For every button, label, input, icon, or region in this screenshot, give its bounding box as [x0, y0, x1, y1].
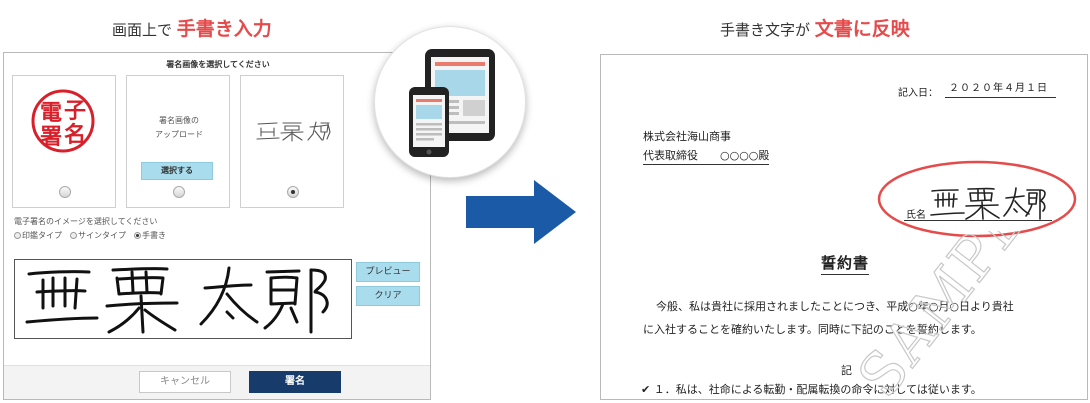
cancel-button[interactable]: キャンセル — [139, 371, 231, 393]
image-type-seal[interactable]: 印鑑タイプ — [14, 230, 62, 241]
name-label: 氏名 — [906, 210, 926, 221]
preview-button[interactable]: プレビュー — [356, 262, 420, 282]
image-type-handwriting-label: 手書き — [142, 231, 166, 240]
dialog-footer — [4, 365, 430, 399]
seal-stamp-image: 子 電 名 署 — [31, 89, 95, 153]
reflected-signature — [930, 187, 1046, 220]
document-title: 誓約書 — [601, 252, 1087, 275]
left-heading-plain: 画面上で — [112, 21, 173, 39]
radio-icon — [14, 232, 21, 239]
seal-char: 名 — [64, 122, 86, 148]
tablet-and-phone-icon — [409, 49, 495, 157]
upload-text-line1: 署名画像の — [159, 116, 199, 125]
handwritten-signature-strokes — [25, 266, 329, 334]
seal-option-radio[interactable] — [59, 186, 71, 198]
date-value: ２０２０年４月１日 — [945, 79, 1056, 98]
upload-option-radio[interactable] — [173, 186, 185, 198]
body-line-2: に入社することを確約いたします。同時に下記のことを誓約します。 — [643, 323, 982, 336]
watermark-text: SAMPLE — [847, 231, 1066, 400]
document-title-text: 誓約書 — [820, 254, 869, 275]
date-label: 記入日： — [898, 88, 938, 99]
right-heading-emphasis: 文書に反映 — [814, 18, 910, 40]
right-heading: 手書き文字が 文書に反映 — [720, 14, 910, 41]
radio-icon — [70, 232, 77, 239]
right-arrow-icon — [466, 180, 576, 244]
upload-text-line2: アップロード — [155, 130, 203, 139]
radio-selected-icon — [134, 232, 141, 239]
image-type-handwriting[interactable]: 手書き — [134, 230, 166, 241]
seal-option-card[interactable]: 子 電 名 署 — [12, 75, 116, 208]
seal-char: 署 — [39, 124, 62, 150]
handwriting-option-radio[interactable] — [287, 186, 299, 198]
ki-label: 記 — [841, 364, 852, 377]
handwriting-option-card[interactable] — [240, 75, 344, 208]
sign-button[interactable]: 署名 — [249, 371, 341, 393]
select-file-button[interactable]: 選択する — [141, 162, 213, 180]
left-heading: 画面上で 手書き入力 — [112, 14, 272, 41]
body-line-1: 今般、私は貴社に採用されましたことにつき、平成○年○月○日より貴社 — [656, 300, 1014, 313]
highlight-ellipse — [877, 160, 1077, 238]
devices-illustration — [374, 26, 526, 178]
image-type-sign[interactable]: サインタイプ — [70, 230, 126, 241]
representative: 代表取締役 ○○○○殿 — [643, 147, 770, 165]
signature-underline — [904, 220, 1052, 221]
right-heading-plain: 手書き文字が — [720, 21, 811, 39]
seal-char: 電 — [40, 100, 62, 126]
dialog-title: 署名画像を選択してください — [166, 60, 270, 69]
image-type-options: 印鑑タイプ サインタイプ 手書き — [14, 230, 166, 241]
clear-button[interactable]: クリア — [356, 286, 420, 306]
list-item-1-text: １．私は、社命による転勤・配属転換の命令に対しては従います。 — [653, 383, 982, 396]
handwritten-name-thumbnail — [256, 121, 331, 142]
left-heading-emphasis: 手書き入力 — [176, 18, 272, 40]
seal-char: 子 — [64, 98, 86, 124]
company-name: 株式会社海山商事 — [643, 130, 731, 143]
image-type-sign-label: サインタイプ — [78, 231, 126, 240]
upload-description: 署名画像の アップロード — [127, 114, 231, 142]
list-item-1: ✔ １．私は、社命による転勤・配属転換の命令に対しては従います。 — [641, 381, 982, 397]
image-type-seal-label: 印鑑タイプ — [22, 231, 62, 240]
upload-option-card[interactable]: 署名画像の アップロード 選択する — [126, 75, 230, 208]
image-type-label: 電子署名のイメージを選択してください — [14, 217, 158, 226]
checkmark-icon: ✔ — [641, 383, 654, 396]
signed-document: 記入日： ２０２０年４月１日 株式会社海山商事 代表取締役 ○○○○殿 氏名 誓… — [600, 54, 1088, 400]
sample-watermark: SAMPLE — [847, 231, 1067, 400]
signature-dialog: 署名画像を選択してください 子 電 名 署 署名画像の アップロード 選択する — [3, 52, 431, 400]
handwriting-canvas[interactable] — [14, 259, 352, 339]
